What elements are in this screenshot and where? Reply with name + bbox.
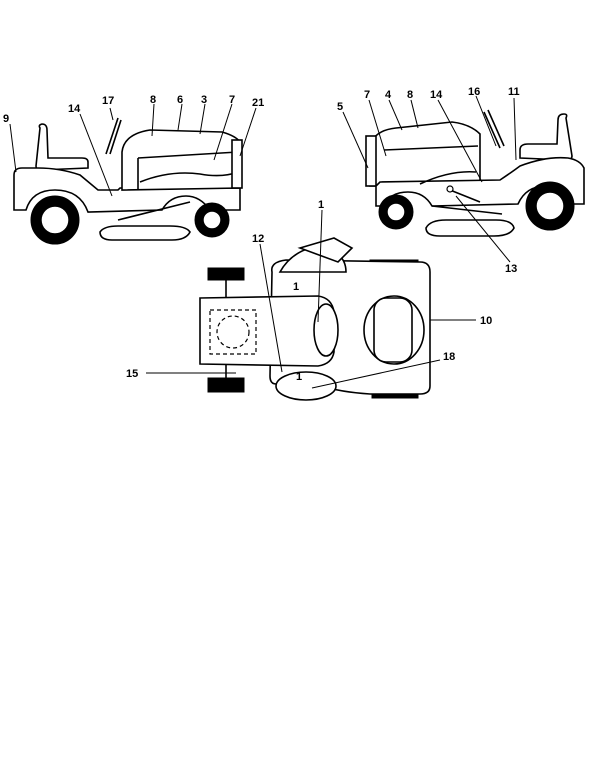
callout-14-right: 14 <box>430 89 443 101</box>
callout-14-left: 14 <box>68 103 81 115</box>
callout-1: 1 <box>318 199 324 211</box>
callouts-right-view: 5 7 4 8 14 16 11 13 <box>337 86 520 275</box>
callout-17: 17 <box>102 95 114 107</box>
tractor-top-view: 1 1 <box>199 237 431 401</box>
callout-7-right: 7 <box>364 89 370 101</box>
decal-mark-lower: 1 <box>296 371 302 383</box>
callout-4: 4 <box>385 89 392 101</box>
callout-15: 15 <box>126 368 138 380</box>
callout-8-right: 8 <box>407 89 413 101</box>
callout-18: 18 <box>443 351 455 363</box>
callout-13: 13 <box>505 263 517 275</box>
callout-6: 6 <box>177 94 183 106</box>
callouts-left-view: 9 14 17 8 6 3 7 21 <box>3 94 264 125</box>
callout-12: 12 <box>252 233 264 245</box>
tractor-right-side-view <box>365 109 585 237</box>
callout-9: 9 <box>3 113 9 125</box>
leader-lines <box>9 95 517 389</box>
callout-7-left: 7 <box>229 94 235 106</box>
callout-10: 10 <box>480 315 492 327</box>
callout-21: 21 <box>252 97 264 109</box>
callout-8-left: 8 <box>150 94 156 106</box>
callout-11: 11 <box>508 86 520 98</box>
decal-mark-upper: 1 <box>293 281 299 293</box>
callouts-top-view: 1 12 10 15 18 <box>126 199 492 380</box>
callout-5: 5 <box>337 101 343 113</box>
callout-16: 16 <box>468 86 480 98</box>
tractor-left-side-view <box>13 117 243 245</box>
callout-3: 3 <box>201 94 207 106</box>
